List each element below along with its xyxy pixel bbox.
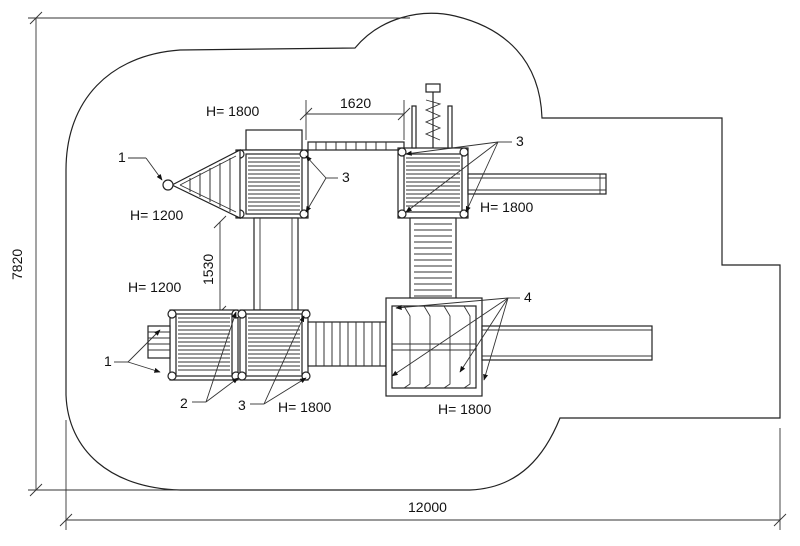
platform-top-left	[235, 129, 309, 219]
callout-1-top-label: 1	[118, 149, 126, 165]
height-label-top-left: H= 1800	[206, 103, 260, 119]
callout-1-top: 1	[118, 149, 163, 181]
platform-bottom-left	[167, 309, 241, 381]
climbing-net-triangle	[162, 149, 241, 219]
callout-3-left-label: 3	[342, 169, 350, 185]
platform-top-right	[397, 147, 469, 219]
bridge-top	[307, 141, 405, 151]
dimension-width-label: 12000	[408, 499, 447, 515]
dimension-1530-label: 1530	[200, 254, 216, 285]
height-label-left-upper: H= 1200	[130, 207, 184, 223]
callout-3-bottom: 3	[238, 315, 307, 413]
callout-1-bottom-label: 1	[104, 353, 112, 369]
dimension-height-label: 7820	[9, 249, 25, 280]
platform-bottom-center	[237, 309, 311, 381]
slide-bottom-right	[481, 325, 653, 361]
dimension-1620-label: 1620	[340, 95, 371, 111]
callout-2: 2	[180, 311, 239, 411]
callout-3-right-label: 3	[516, 133, 524, 149]
height-label-bottom-right: H= 1800	[438, 401, 492, 417]
bridge-vertical	[253, 217, 299, 311]
dimension-1530: 1530	[200, 215, 227, 319]
bridge-right-vertical	[409, 217, 457, 303]
callout-3-left: 3	[305, 155, 350, 213]
spiral-climber	[411, 83, 453, 149]
callout-3-bottom-label: 3	[238, 397, 246, 413]
height-label-top-right: H= 1800	[480, 199, 534, 215]
callout-4-label: 4	[524, 289, 532, 305]
dimension-width: 12000	[59, 420, 787, 530]
dimension-1620: 1620	[299, 95, 411, 140]
bridge-bottom	[307, 321, 387, 367]
platform-bottom-right	[385, 297, 483, 397]
slide-top-right	[467, 173, 607, 195]
callout-3-right: 3	[405, 133, 524, 213]
height-label-bottom-center: H= 1800	[278, 399, 332, 415]
safety-zone-outline	[65, 12, 781, 491]
dimension-height: 7820	[9, 11, 410, 497]
callout-4: 4	[391, 289, 532, 381]
callout-1-bottom: 1	[104, 329, 161, 373]
callout-2-label: 2	[180, 395, 188, 411]
height-label-left-lower: H= 1200	[128, 279, 182, 295]
